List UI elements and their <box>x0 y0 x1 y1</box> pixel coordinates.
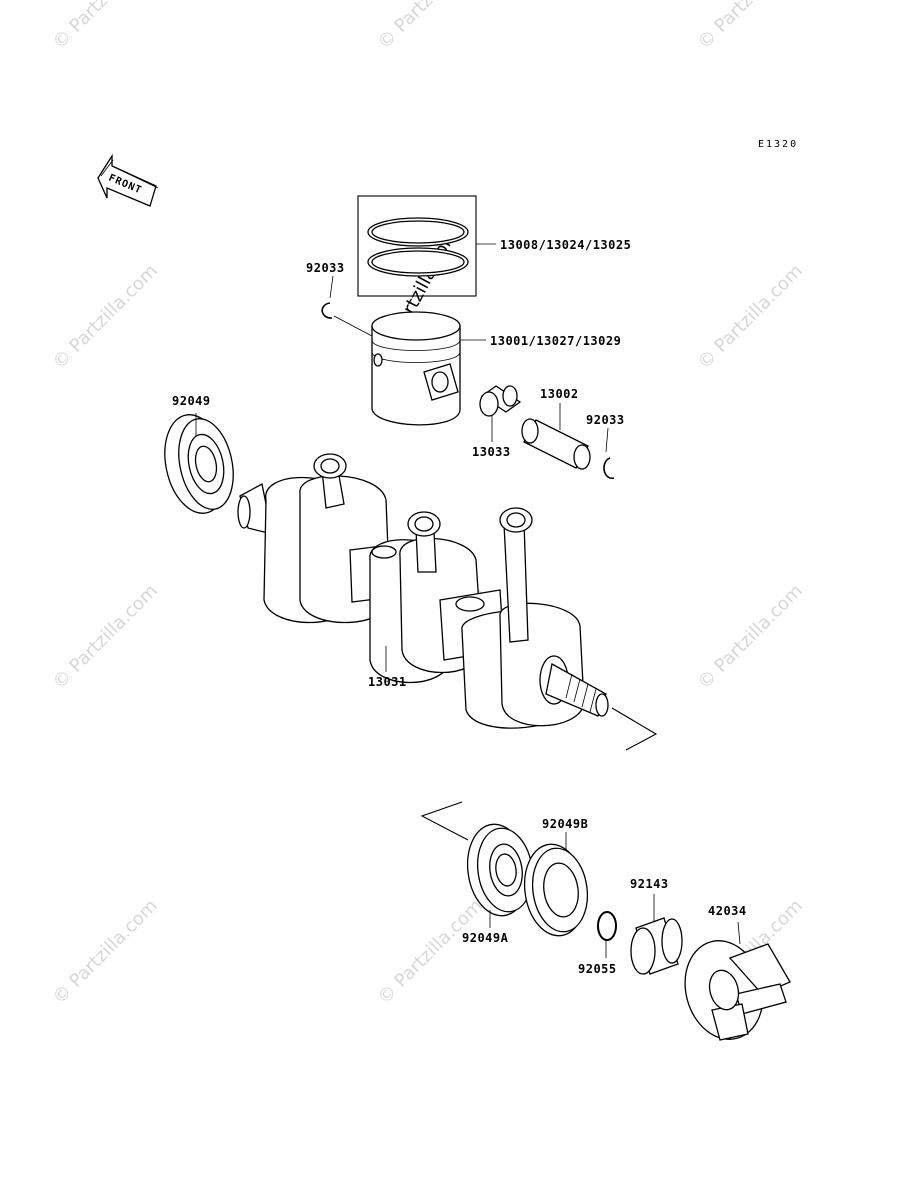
watermark: © Partzilla.com <box>694 0 807 54</box>
part-label: 92055 <box>578 962 617 976</box>
piston-rings <box>357 195 496 297</box>
part-label: 13033 <box>472 445 511 459</box>
part-label: 92143 <box>630 877 669 891</box>
crankshaft <box>237 453 658 751</box>
watermark: © Partzilla.com <box>49 580 162 693</box>
watermark: © Partzilla.com <box>374 895 487 1008</box>
circlip-left <box>321 275 373 337</box>
watermark: © Partzilla.com <box>694 260 807 373</box>
o-ring <box>597 911 617 958</box>
watermark-layer: © Partzilla.com © Partzilla.com © Partzi… <box>49 0 807 1009</box>
watermark: © Partzilla.com <box>374 0 487 54</box>
part-label: 92049A <box>462 931 509 945</box>
piston-pin <box>521 403 591 470</box>
watermark: © Partzilla.com <box>49 260 162 373</box>
part-label: 42034 <box>708 904 747 918</box>
needle-bearing <box>479 385 522 442</box>
part-label: 92033 <box>306 261 345 275</box>
collar <box>630 894 683 975</box>
part-labels: 13008/13024/13025 92033 13001/13027/1302… <box>172 238 747 976</box>
oil-seal-b <box>523 832 589 937</box>
watermark: © Partzilla.com <box>49 895 162 1008</box>
part-label: 13002 <box>540 387 579 401</box>
part-label: 92049B <box>542 817 588 831</box>
break-line <box>420 801 469 841</box>
coupling <box>684 921 791 1041</box>
oil-seal-a <box>466 823 534 928</box>
piston <box>371 311 486 426</box>
part-label: 92033 <box>586 413 625 427</box>
part-label: 13001/13027/13029 <box>490 334 621 348</box>
watermark: © Partzilla.com <box>694 580 807 693</box>
watermark: © Partzilla.com <box>49 0 162 54</box>
front-arrow-icon: FRONT <box>97 153 159 207</box>
circlip-right <box>603 427 615 480</box>
oil-seal <box>164 413 234 514</box>
diagram-code: E1320 <box>758 139 798 150</box>
part-label: 13031 <box>368 675 407 689</box>
part-label: 13008/13024/13025 <box>500 238 631 252</box>
part-label: 92049 <box>172 394 211 408</box>
